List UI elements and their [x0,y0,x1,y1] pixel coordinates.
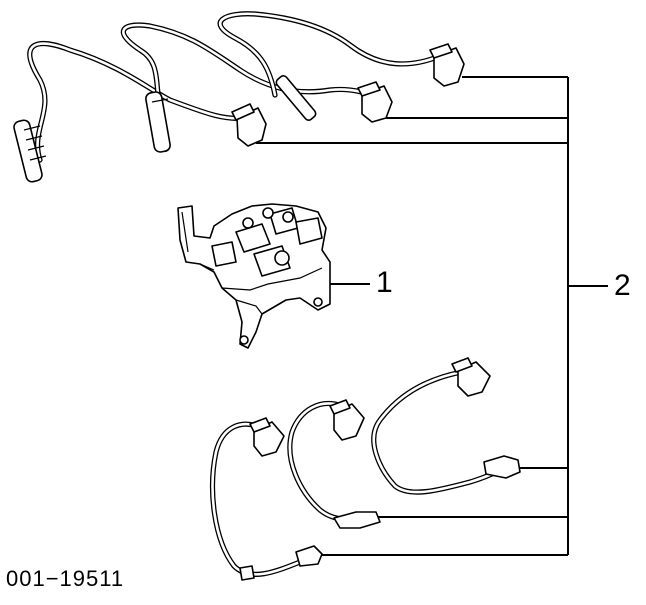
callout-label-2: 2 [614,269,631,302]
plug-boot-straight-right [275,75,317,121]
coil-terminal-lower-3 [239,545,323,581]
lower-plug-wire-1 [371,369,515,495]
part-number-label: 001−19511 [6,566,125,591]
plug-boot-straight-left [13,119,47,183]
callout-label-1: 1 [376,266,393,299]
coil-boot-top-1 [231,103,267,147]
coil-terminal-lower-2 [333,511,381,529]
coil-boot-top-2 [357,81,393,123]
plug-boot-lower-2 [329,399,365,441]
plug-boot-lower-3 [249,417,285,457]
callout-2-leader-lines [256,76,608,556]
plug-boot-lower-1 [451,357,491,397]
plug-boot-straight-middle [145,91,171,153]
coil-boot-top-3 [429,43,465,87]
upper-plug-wire-1 [27,41,248,163]
upper-plug-wire-3 [217,11,443,98]
ignition-coil-pack [177,203,331,349]
upper-plug-wire-2 [120,22,375,113]
coil-terminal-lower-1 [483,455,521,479]
